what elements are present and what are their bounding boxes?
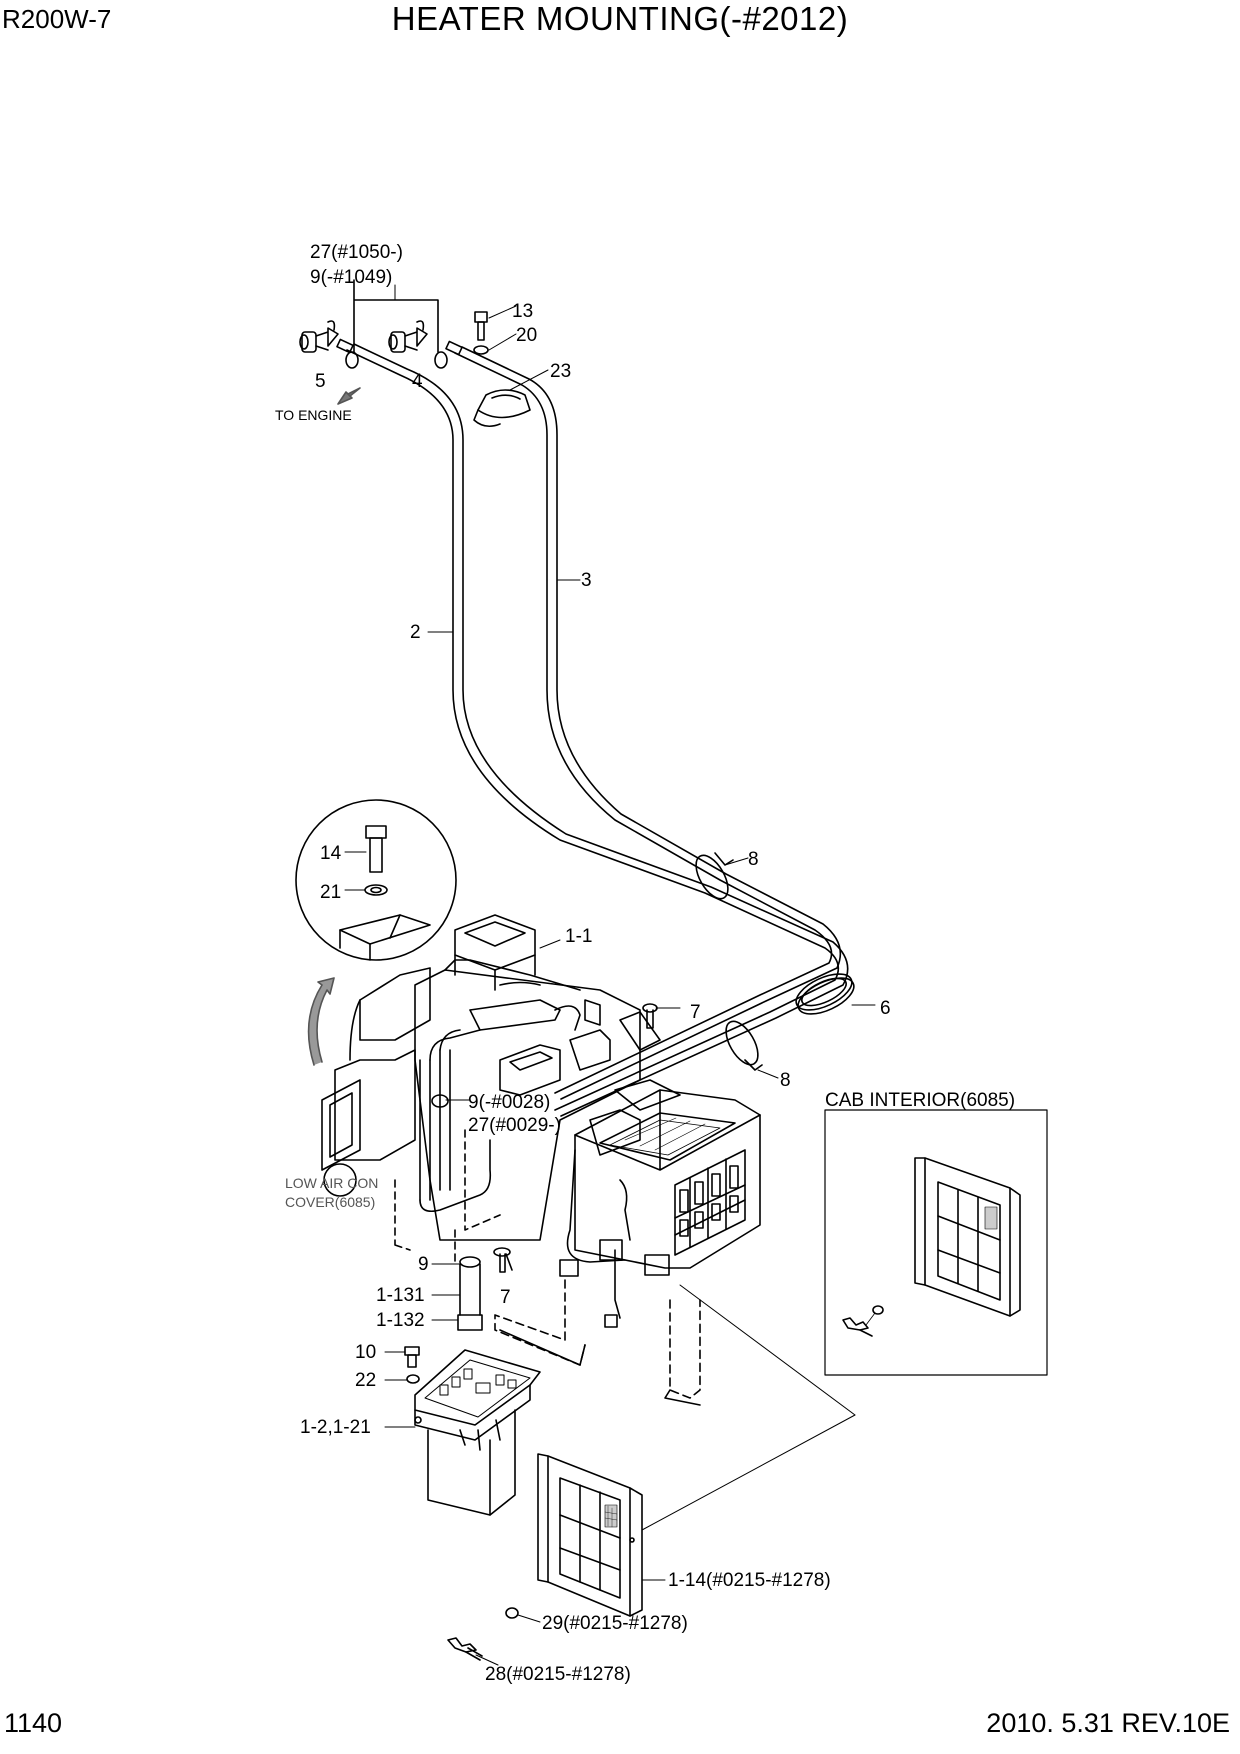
label-23: 23 xyxy=(550,361,571,382)
label-3: 3 xyxy=(581,570,592,591)
low-aircon-note-line2: COVER(6085) xyxy=(285,1194,375,1210)
label-29: 29(#0215-#1278) xyxy=(542,1613,688,1634)
label-7-upper: 7 xyxy=(690,1002,701,1023)
low-aircon-note-line1: LOW AIR CON xyxy=(285,1175,378,1191)
label-10: 10 xyxy=(355,1342,376,1363)
cab-interior-inset xyxy=(824,1109,1048,1376)
hose-3-suction xyxy=(454,346,842,1100)
label-13: 13 xyxy=(512,301,533,322)
label-8-lower: 8 xyxy=(780,1070,791,1091)
to-engine-arrow xyxy=(337,387,361,405)
label-6: 6 xyxy=(880,998,891,1019)
label-14: 14 xyxy=(320,843,342,864)
label-1-2-1-21: 1-2,1-21 xyxy=(300,1417,371,1438)
cover-1-14 xyxy=(537,1453,643,1617)
hose-clamp-8-lower xyxy=(725,1020,763,1071)
label-4: 4 xyxy=(412,371,423,392)
label-2: 2 xyxy=(410,622,421,643)
heater-unit-1-1 xyxy=(321,914,761,1406)
page-number: 1140 xyxy=(4,1708,63,1738)
label-21: 21 xyxy=(320,882,341,903)
detail-circle-mount xyxy=(295,799,457,961)
label-1-1: 1-1 xyxy=(565,926,592,947)
label-28: 28(#0215-#1278) xyxy=(485,1664,631,1685)
label-27-0029: 27(#0029-) xyxy=(468,1115,561,1136)
cab-cover-illustration xyxy=(842,1157,1021,1337)
label-20: 20 xyxy=(516,325,537,346)
label-9-1049: 9(-#1049) xyxy=(310,267,392,288)
washer-22 xyxy=(406,1374,420,1384)
label-5: 5 xyxy=(315,371,326,392)
revision-date: 2010. 5.31 REV.10E xyxy=(986,1708,1230,1738)
label-1-131: 1-131 xyxy=(376,1285,425,1306)
model-code: R200W-7 xyxy=(2,4,112,34)
screw-7-upper xyxy=(642,1003,658,1029)
label-9: 9 xyxy=(418,1254,429,1275)
curved-arrow-icon xyxy=(307,977,335,1066)
wing-screw-28 xyxy=(447,1637,483,1661)
washer-20 xyxy=(473,345,489,355)
hose-2-return xyxy=(346,343,849,1117)
bolt-13 xyxy=(474,311,488,341)
label-1-14: 1-14(#0215-#1278) xyxy=(668,1570,831,1591)
label-1-132: 1-132 xyxy=(376,1310,425,1331)
cab-interior-note: CAB INTERIOR(6085) xyxy=(825,1090,1015,1111)
label-22: 22 xyxy=(355,1370,376,1391)
label-8-upper: 8 xyxy=(748,849,759,870)
valve-fitting-4 xyxy=(388,320,428,353)
washer-29 xyxy=(505,1607,519,1619)
drain-hose-1-131-1-132 xyxy=(457,1256,483,1331)
hose-clamp-23 xyxy=(473,389,531,428)
valve-fitting-5 xyxy=(299,320,339,353)
label-27-1050: 27(#1050-) xyxy=(310,242,403,263)
label-7-lower: 7 xyxy=(500,1287,511,1308)
screw-7-lower xyxy=(493,1247,513,1273)
grommet-6 xyxy=(795,973,855,1015)
hose-clamp-8-upper xyxy=(695,852,734,900)
clamp-9-27-heater xyxy=(431,1094,449,1108)
page-title: HEATER MOUNTING(-#2012) xyxy=(391,0,849,37)
control-panel-1-2 xyxy=(414,1349,541,1516)
clamp-9-27 xyxy=(345,351,448,369)
label-9-0028: 9(-#0028) xyxy=(468,1092,550,1113)
callout-27-9 xyxy=(353,279,439,353)
to-engine-note: TO ENGINE xyxy=(275,407,352,423)
bolt-10 xyxy=(404,1346,420,1368)
